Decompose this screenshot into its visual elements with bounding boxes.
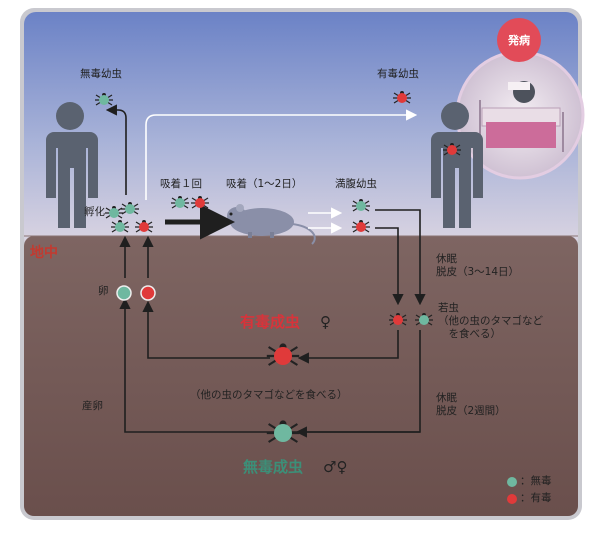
egg-toxic — [140, 285, 156, 301]
legend-nontoxic-label: ：無毒 — [520, 475, 552, 487]
hatch-label: 孵化 — [84, 206, 105, 218]
ground-area — [24, 236, 578, 516]
nymph-label: 若虫 （他の虫のタマゴなど を食べる） — [438, 302, 543, 341]
nontoxic-larva-label: 無毒幼虫 — [80, 68, 122, 80]
onset-badge: 発病 — [497, 18, 541, 62]
egg-label: 卵 — [98, 285, 109, 297]
toxic-adult-female-symbol: ♀ — [320, 313, 331, 331]
legend-toxic-label: ：有毒 — [520, 492, 552, 504]
eat-eggs-label: （他の虫のタマゴなどを食べる） — [190, 389, 348, 401]
toxic-larva-label: 有毒幼虫 — [377, 68, 419, 80]
toxic-adult-label: 有毒成虫 — [240, 313, 301, 331]
molt2-label: 休眠 脱皮（2週間） — [436, 392, 506, 418]
underground-label: 地中 — [30, 245, 58, 261]
nontoxic-adult-sex-symbols: ♂♀ — [323, 458, 348, 476]
human-left-icon — [46, 102, 98, 228]
attach-once-label: 吸着１回 — [160, 178, 202, 190]
nontoxic-adult-label: 無毒成虫 — [243, 458, 304, 476]
human-right-icon — [431, 102, 483, 228]
legend-nontoxic-swatch — [507, 477, 517, 487]
hospital-bed-icon — [479, 81, 564, 152]
oviposition-label: 産卵 — [82, 400, 103, 412]
attach-days-label: 吸着（1～2日） — [226, 178, 303, 190]
molt1-label: 休眠 脱皮（3～14日） — [436, 253, 520, 279]
egg-nontoxic — [116, 285, 132, 301]
legend-toxic-swatch — [507, 494, 517, 504]
engorged-larva-label: 満腹幼虫 — [335, 178, 377, 190]
lifecycle-arrows — [105, 104, 426, 438]
